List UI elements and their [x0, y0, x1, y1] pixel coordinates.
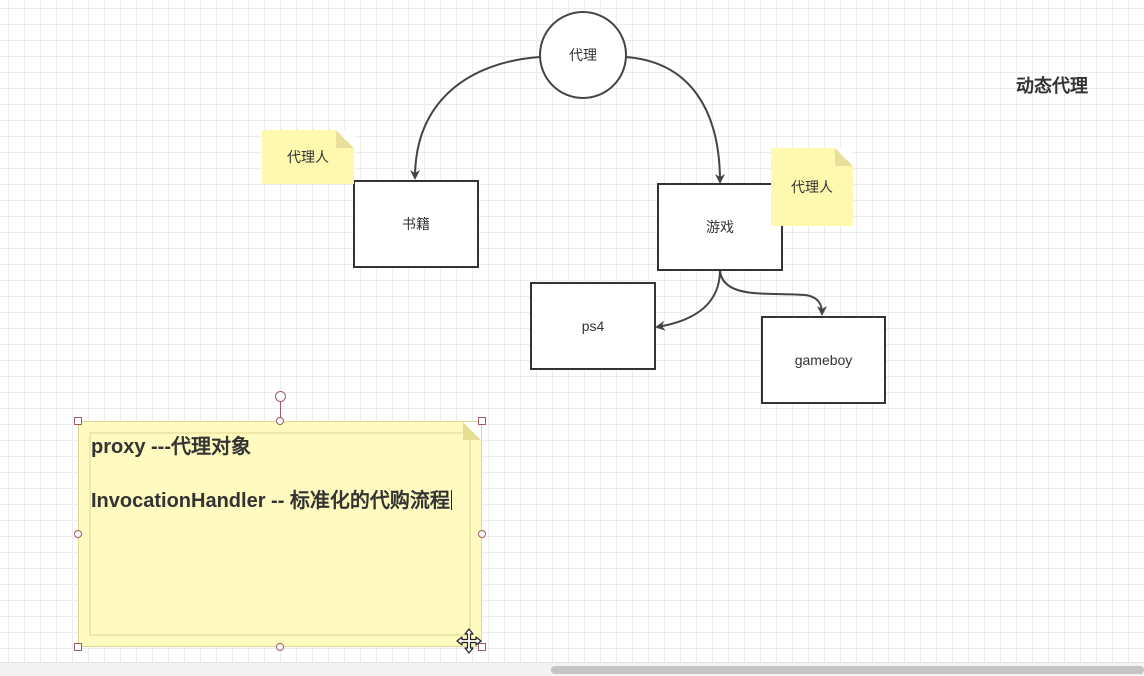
resize-handle-top-right[interactable]	[478, 417, 486, 425]
games-node[interactable]: 游戏	[657, 183, 783, 271]
resize-handle-bottom-left[interactable]	[74, 643, 82, 651]
books-node-label: 书籍	[402, 216, 430, 232]
note-fold-icon	[463, 422, 481, 440]
agent-note-right[interactable]: 代理人	[771, 148, 853, 226]
rotate-stem	[280, 402, 281, 420]
resize-handle-left[interactable]	[74, 530, 82, 538]
gameboy-node[interactable]: gameboy	[761, 316, 886, 404]
resize-handle-bottom-right[interactable]	[478, 643, 486, 651]
rotate-handle[interactable]	[275, 391, 286, 402]
proxy-node-label: 代理	[569, 47, 597, 63]
edge-games-to-gameboy[interactable]	[719, 269, 827, 316]
proxy-node[interactable]: 代理	[539, 11, 627, 99]
note-fold-icon	[336, 130, 354, 148]
note-inner-border	[89, 432, 471, 636]
edge-proxy-to-games[interactable]	[625, 56, 725, 184]
edge-games-to-ps4[interactable]	[655, 269, 721, 331]
scrollbar-thumb[interactable]	[551, 666, 1144, 674]
resize-handle-top-left[interactable]	[74, 417, 82, 425]
agent-note-right-label: 代理人	[791, 179, 833, 195]
diagram-canvas[interactable]: 代理 书籍 游戏 ps4 gameboy 代理人 代理人 动态代理 proxy …	[0, 0, 1144, 662]
edge-proxy-to-books[interactable]	[410, 56, 541, 180]
gameboy-node-label: gameboy	[794, 352, 853, 368]
games-node-label: 游戏	[706, 219, 734, 235]
note-line-proxy: proxy ---代理对象	[91, 436, 251, 458]
agent-note-left-label: 代理人	[287, 149, 329, 165]
resize-handle-top[interactable]	[276, 417, 284, 425]
note-fold-icon	[835, 148, 853, 166]
text-caret	[450, 490, 452, 510]
resize-handle-right[interactable]	[478, 530, 486, 538]
move-cursor-icon	[456, 628, 482, 654]
note-line-handler: InvocationHandler -- 标准化的代购流程	[91, 490, 452, 512]
horizontal-scrollbar[interactable]	[0, 662, 1144, 676]
books-node[interactable]: 书籍	[353, 180, 479, 268]
resize-handle-bottom[interactable]	[276, 643, 284, 651]
agent-note-left[interactable]: 代理人	[262, 130, 354, 184]
selected-note[interactable]: proxy ---代理对象 InvocationHandler -- 标准化的代…	[78, 421, 482, 647]
page-title: 动态代理	[1016, 76, 1088, 96]
ps4-node-label: ps4	[581, 318, 605, 334]
ps4-node[interactable]: ps4	[530, 282, 656, 370]
note-text-editor[interactable]: proxy ---代理对象 InvocationHandler -- 标准化的代…	[91, 434, 467, 515]
